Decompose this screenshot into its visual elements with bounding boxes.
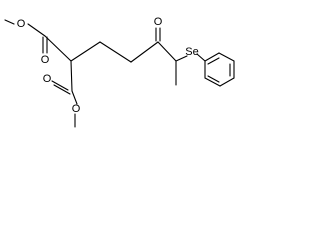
- bond-top-ester-o-to-carbonyl-c: [27, 23, 46, 37]
- phenyl-bond-5: [204, 77, 221, 87]
- bond-se-to-phenyl: [196, 53, 206, 62]
- phenyl-bond-1: [204, 52, 220, 62]
- bond-ch-to-se: [175, 55, 188, 62]
- bond-bottom-carbonyl-double-b: [53, 84, 71, 95]
- bond-top-methyl: [4, 19, 15, 25]
- atom-label-o-methyl-bottom: O: [72, 103, 81, 115]
- bond-top-carbonyl-c-to-alpha: [44, 35, 72, 62]
- bond-alpha-to-ch2a: [70, 41, 101, 62]
- phenyl-inner-bond-1: [207, 57, 220, 65]
- phenyl-bond-4: [219, 77, 235, 87]
- bond-ketone-c-to-ch: [157, 41, 177, 62]
- phenyl-inner-bond-3: [207, 75, 220, 83]
- bond-bottom-carbonyl-double-a: [51, 80, 69, 91]
- bond-ch2b-to-ketone-c: [130, 41, 159, 63]
- atom-label-o-ketone: O: [154, 16, 163, 28]
- atom-label-o-methyl-top: O: [17, 18, 26, 30]
- phenyl-bond-2: [218, 52, 235, 62]
- chemical-structure: O O O O O Se: [4, 16, 235, 128]
- bond-alpha-to-bottom-carbonyl-c: [70, 60, 73, 92]
- atom-label-o-carbonyl-top: O: [41, 54, 50, 66]
- atom-labels: O O O O O Se: [17, 16, 199, 115]
- bond-bottom-carbonyl-c-to-ester-o: [71, 90, 78, 105]
- bonds: [4, 19, 235, 128]
- atom-label-selenium: Se: [185, 46, 198, 58]
- bond-ch2a-to-ch2b: [99, 41, 132, 63]
- atom-label-o-carbonyl-bottom: O: [43, 73, 52, 85]
